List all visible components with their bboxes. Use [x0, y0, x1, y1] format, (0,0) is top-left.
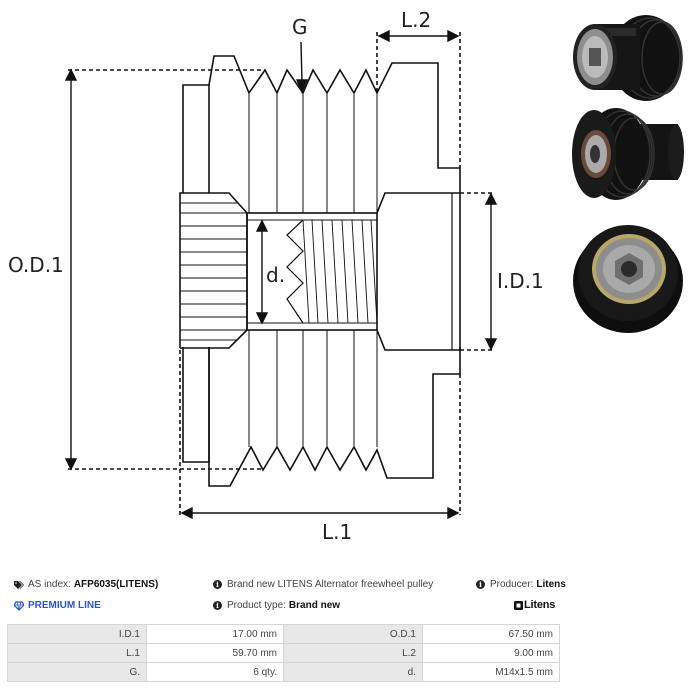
- table-row: I.D.1 17.00 mm O.D.1 67.50 mm: [7, 624, 560, 644]
- premium-line-label: PREMIUM LINE: [28, 600, 101, 611]
- left-flange-outline-bottom: [182, 347, 210, 463]
- producer-value: Litens: [536, 579, 566, 590]
- tags-icon: [14, 580, 24, 589]
- as-index-row: AS index: AFP6035(LITENS): [14, 579, 158, 590]
- info-icon: i: [476, 580, 485, 589]
- spec-key: d.: [283, 662, 423, 682]
- dimension-extension-lines: [68, 32, 495, 515]
- premium-line-badge: PREMIUM LINE: [14, 600, 101, 611]
- producer-row: i Producer: Litens: [476, 579, 566, 590]
- pulley-top-profile: [208, 55, 461, 193]
- spec-key: G.: [7, 662, 147, 682]
- groove-lines: [248, 93, 378, 447]
- spline-hub: [179, 192, 248, 349]
- as-index-value: AFP6035(LITENS): [73, 579, 159, 590]
- od1-label: O.D.1: [8, 253, 64, 277]
- product-type-row: i Product type: Brand new: [213, 600, 340, 611]
- spec-value: 67.50 mm: [422, 624, 560, 644]
- left-flange-outline: [182, 84, 210, 193]
- product-type-value: Brand new: [288, 600, 341, 611]
- info-icon: i: [213, 601, 222, 610]
- table-row: G. 6 qty. d. M14x1.5 mm: [7, 662, 560, 682]
- info-icon: i: [213, 580, 222, 589]
- spec-value: 6 qty.: [146, 662, 284, 682]
- description-text: Brand new LITENS Alternator freewheel pu…: [227, 579, 434, 590]
- pulley-photo-face: [573, 225, 683, 333]
- description-row: i Brand new LITENS Alternator freewheel …: [213, 579, 433, 590]
- spline-lines: [180, 202, 247, 341]
- litens-logo-mark-icon: [514, 600, 523, 610]
- right-hub: [376, 192, 461, 351]
- litens-logo-text: Litens: [524, 599, 556, 611]
- spec-value: 17.00 mm: [146, 624, 284, 644]
- thread-lines: [302, 219, 378, 324]
- dimension-arrows: [64, 29, 498, 520]
- spec-value: 59.70 mm: [146, 643, 284, 663]
- litens-logo: Litens: [514, 599, 555, 611]
- product-type-label: Product type:: [227, 600, 286, 611]
- spec-value: 9.00 mm: [422, 643, 560, 663]
- bore-outline: [246, 212, 378, 331]
- producer-label: Producer:: [490, 579, 534, 590]
- pulley-photo-angled-rear: [573, 15, 683, 101]
- spec-key: I.D.1: [7, 624, 147, 644]
- pulley-bottom-profile: [208, 347, 461, 487]
- technical-drawing: O.D.1 I.D.1 L.1 L.2 G d.: [8, 8, 544, 544]
- l2-label: L.2: [401, 8, 431, 32]
- thread-profile: [286, 219, 304, 324]
- table-row: L.1 59.70 mm L.2 9.00 mm: [7, 643, 560, 663]
- diamond-icon: [14, 600, 24, 611]
- as-index-label: AS index:: [28, 579, 71, 590]
- pulley-photo-angled-front: [572, 108, 684, 200]
- specs-table: I.D.1 17.00 mm O.D.1 67.50 mm L.1 59.70 …: [7, 624, 560, 682]
- g-label: G: [292, 15, 308, 39]
- id1-label: I.D.1: [497, 269, 544, 293]
- spec-key: O.D.1: [283, 624, 423, 644]
- d-label: d.: [266, 263, 285, 287]
- spec-value: M14x1.5 mm: [422, 662, 560, 682]
- spec-key: L.1: [7, 643, 147, 663]
- spec-key: L.2: [283, 643, 423, 663]
- l1-label: L.1: [322, 520, 352, 544]
